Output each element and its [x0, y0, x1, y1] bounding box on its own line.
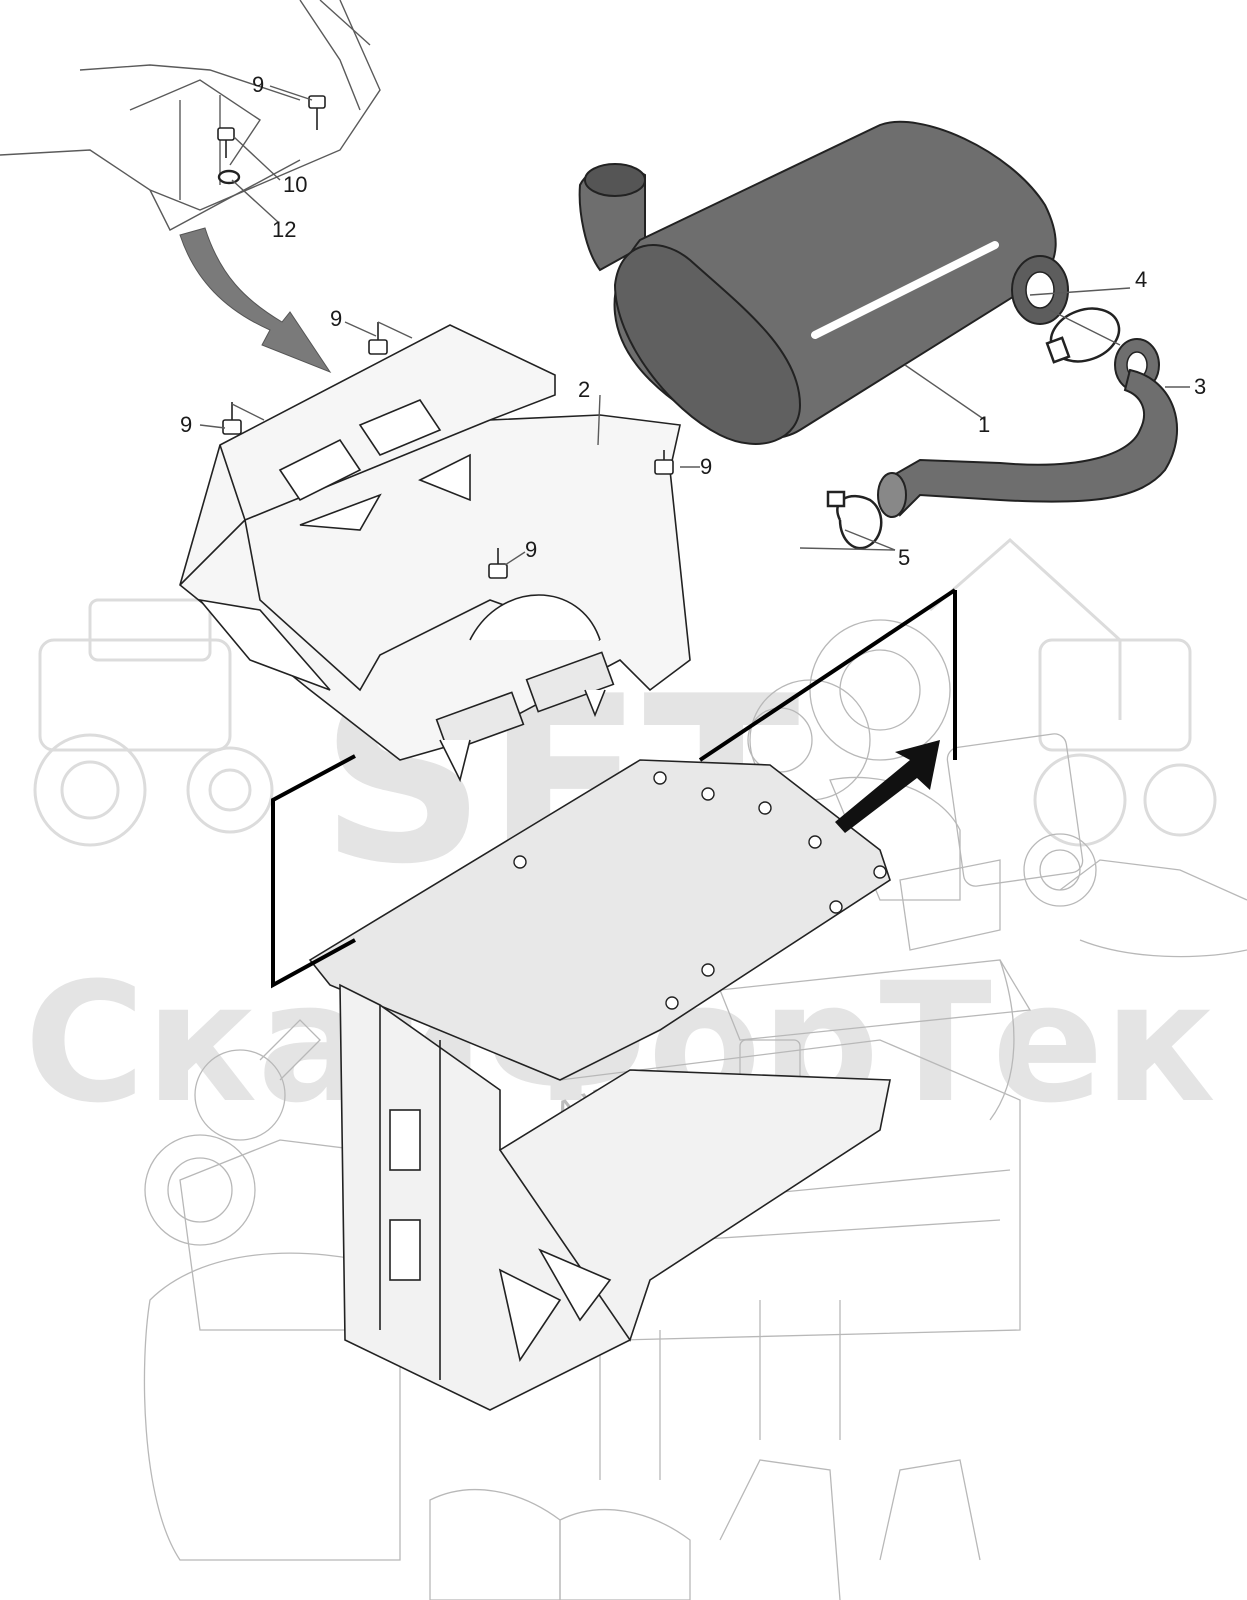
callout-9-center: 9 — [525, 537, 537, 562]
callout-1: 1 — [978, 412, 990, 437]
muffler — [578, 120, 1069, 445]
exhaust-pipe — [877, 338, 1179, 518]
bolt-icon — [368, 322, 388, 355]
bracket — [179, 324, 691, 783]
callout-9-left: 9 — [180, 412, 192, 437]
install-direction-arrow-icon — [835, 740, 940, 833]
assembly-link-frame — [271, 754, 356, 989]
callout-9-top-left: 9 — [330, 306, 342, 331]
bolt-icon — [654, 450, 674, 475]
callout-5: 5 — [898, 545, 910, 570]
heat-shield-plate — [308, 759, 891, 1411]
clamp-icon — [1045, 307, 1121, 364]
leader-lines — [199, 85, 1190, 566]
washer-icon — [217, 169, 241, 185]
watermark-tractor-left — [33, 598, 274, 847]
install-arrow-icon — [179, 227, 332, 374]
callout-4: 4 — [1135, 267, 1147, 292]
frame-fragment — [0, 0, 381, 231]
plate-bolts — [513, 771, 887, 1010]
callout-9-right: 9 — [700, 454, 712, 479]
callout-10: 10 — [283, 172, 307, 197]
callout-9-frame: 9 — [252, 72, 264, 97]
assembly-link-frame — [698, 588, 957, 762]
watermark-excavator-right — [929, 537, 1217, 847]
bolt-icon — [217, 127, 235, 158]
bolt-icon — [222, 402, 242, 435]
bolt-icon — [488, 548, 508, 579]
callout-2: 2 — [578, 377, 590, 402]
clamp-icon — [826, 490, 883, 550]
callout-12: 12 — [272, 217, 296, 242]
bolt-icon — [308, 95, 326, 130]
callout-3: 3 — [1194, 374, 1206, 399]
